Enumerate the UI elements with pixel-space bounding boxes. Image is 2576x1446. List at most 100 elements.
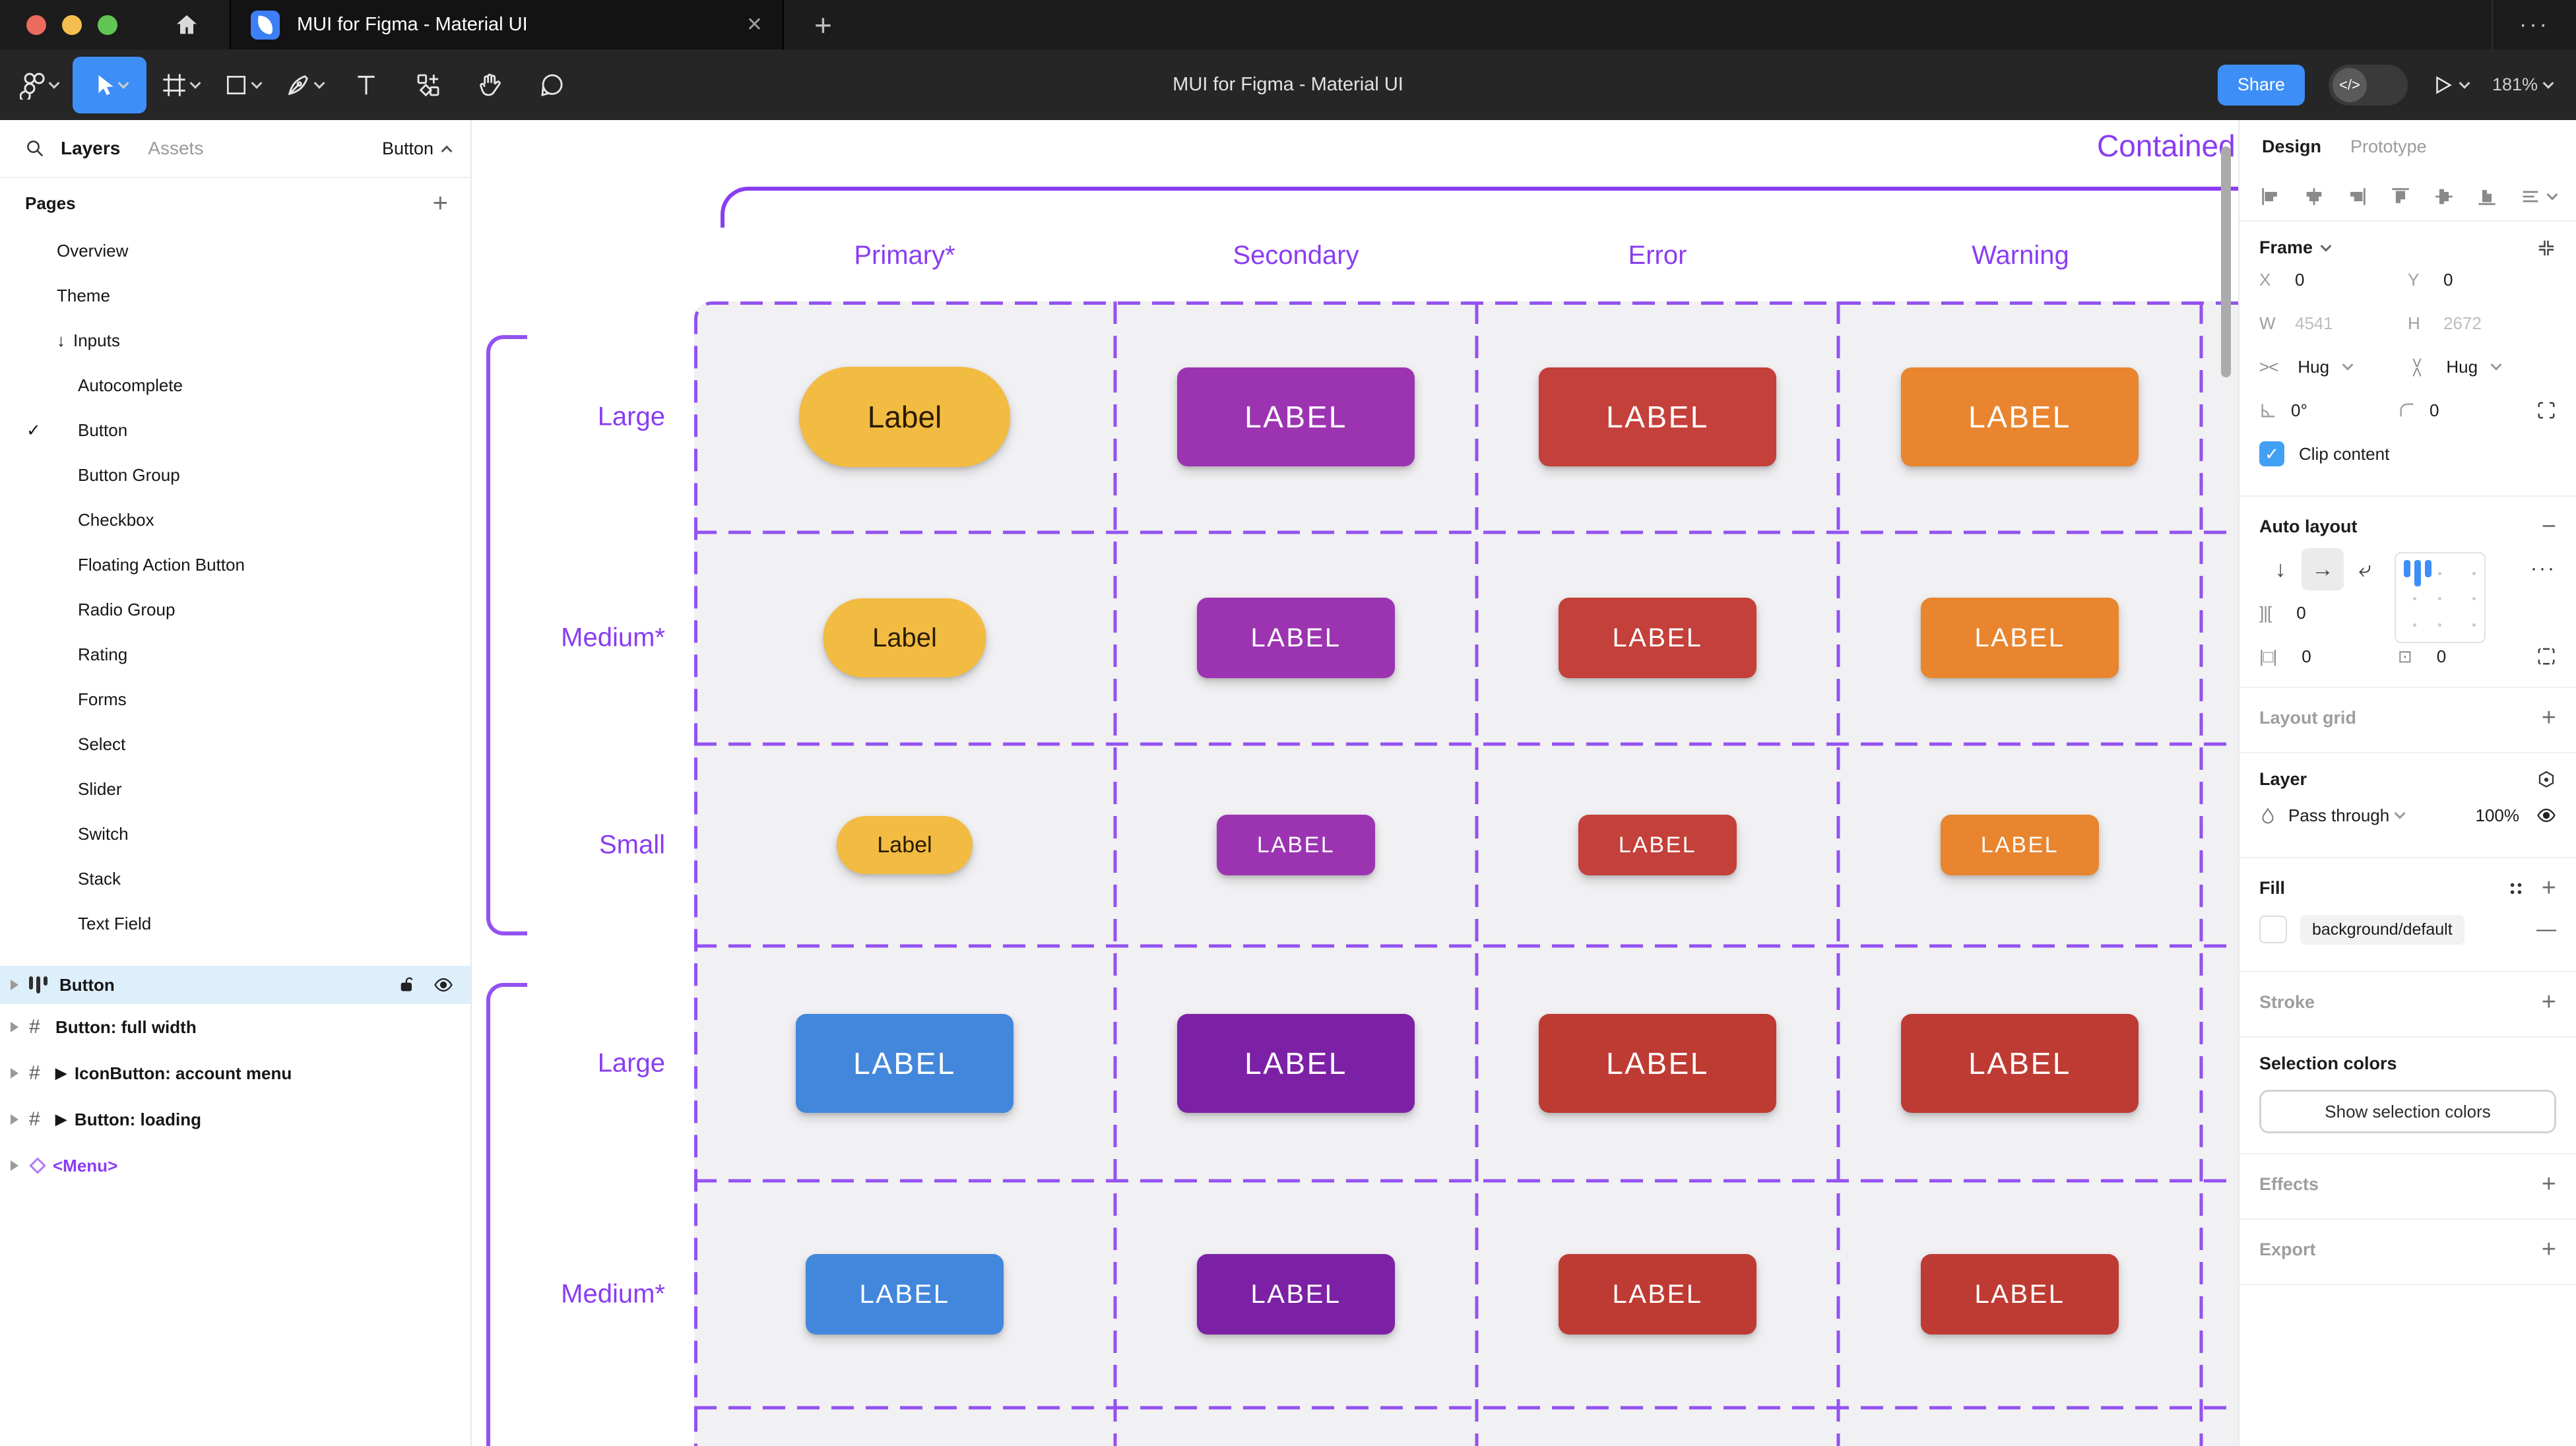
page-item-switch[interactable]: Switch [78,823,129,844]
independent-corners-icon[interactable] [2536,400,2556,420]
corner-radius-input[interactable]: 0 [2430,400,2439,420]
canvas-scrollbar[interactable] [2221,146,2231,377]
eye-icon[interactable] [2536,805,2556,825]
expand-caret-icon[interactable] [11,1160,18,1171]
button-contained-secondary-small[interactable]: LABEL [1217,815,1375,875]
horizontal-resizing-select[interactable]: >< Hug [2259,357,2408,377]
zoom-window-button[interactable] [98,15,117,35]
align-horizontal-center-icon[interactable] [2303,185,2325,208]
x-input[interactable]: 0 [2295,269,2305,290]
button-contained-warning-medium[interactable]: LABEL [1921,598,2119,678]
dev-mode-toggle[interactable]: </> [2328,64,2408,106]
align-vertical-center-icon[interactable] [2433,185,2455,208]
opacity-input[interactable]: 100% [2475,805,2520,825]
move-tool-button[interactable] [73,56,146,113]
align-right-icon[interactable] [2346,185,2368,208]
button-brand-primary-large[interactable]: LABEL [796,1014,1014,1113]
blend-mode-select[interactable]: Pass through [2288,805,2390,825]
button-contained-secondary-large[interactable]: LABEL [1177,367,1415,466]
y-input[interactable]: 0 [2443,269,2453,290]
vertical-padding-input[interactable]: 0 [2436,646,2447,666]
align-left-icon[interactable] [2259,185,2282,208]
layout-wrap-button[interactable]: ⤶ [2358,556,2371,582]
document-tab[interactable]: MUI for Figma - Material UI ✕ [230,0,784,49]
layer-row-menu-component[interactable]: <Menu> [0,1143,470,1189]
button-contained-warning-large[interactable]: LABEL [1901,367,2139,466]
hand-tool-button[interactable] [462,57,519,113]
independent-padding-icon[interactable] [2536,646,2556,666]
height-input[interactable]: 2672 [2443,313,2482,333]
button-contained-error-small[interactable]: LABEL [1578,815,1737,875]
button-brand-error-large[interactable]: LABEL [1539,1014,1776,1113]
remove-fill-button[interactable]: — [2536,918,2556,940]
new-tab-button[interactable]: + [814,7,832,42]
tab-design[interactable]: Design [2262,136,2322,156]
text-tool-button[interactable] [338,57,395,113]
unlock-icon[interactable] [398,975,416,993]
add-fill-button[interactable]: + [2541,874,2556,902]
page-item-text-field[interactable]: Text Field [78,913,152,933]
tab-layers[interactable]: Layers [61,138,121,158]
alignment-widget[interactable] [2395,552,2486,643]
frame-type-dropdown[interactable]: Frame [2259,237,2313,257]
home-button[interactable] [157,0,216,49]
page-item-button-group[interactable]: Button Group [78,464,180,485]
rotation-input[interactable]: 0° [2291,400,2307,420]
gap-input[interactable]: 0 [2296,602,2306,623]
tab-overflow-button[interactable]: ··· [2519,12,2550,37]
button-contained-error-medium[interactable]: LABEL [1559,598,1756,678]
close-tab-icon[interactable]: ✕ [746,14,763,36]
page-selector[interactable]: Button [382,139,453,159]
button-brand-primary-medium[interactable]: LABEL [806,1254,1004,1335]
collapse-icon[interactable] [2536,238,2556,258]
button-contained-primary-medium[interactable]: Label [823,598,986,677]
tab-assets[interactable]: Assets [148,138,204,158]
button-brand-warning-medium[interactable]: LABEL [1921,1254,2119,1335]
page-item-theme[interactable]: Theme [57,285,110,305]
button-contained-secondary-medium[interactable]: LABEL [1197,598,1395,678]
width-input[interactable]: 4541 [2295,313,2333,333]
add-layout-grid-button[interactable]: + [2541,704,2556,732]
button-brand-error-medium[interactable]: LABEL [1559,1254,1756,1335]
canvas[interactable]: Contained Primary* Secondary Error Warni… [472,120,2238,1446]
add-page-button[interactable]: + [432,188,448,218]
present-button[interactable] [2431,74,2470,96]
page-item-overview[interactable]: Overview [57,240,129,261]
page-item-stack[interactable]: Stack [78,868,121,889]
pen-tool-button[interactable] [276,57,333,113]
align-bottom-icon[interactable] [2476,185,2498,208]
layer-row-iconbutton-account-menu[interactable]: # ▶ IconButton: account menu [0,1050,470,1096]
page-item-radio-group[interactable]: Radio Group [78,599,176,619]
eye-icon[interactable] [434,975,453,995]
vertical-resizing-select[interactable]: >< Hug [2408,357,2556,377]
page-item-inputs[interactable]: ↓ Inputs [57,330,120,350]
align-top-icon[interactable] [2389,185,2412,208]
fill-color-swatch[interactable] [2259,916,2287,943]
fill-style-token[interactable]: background/default [2300,914,2464,945]
layout-vertical-button[interactable]: ↓ [2274,556,2286,582]
comment-tool-button[interactable] [524,57,581,113]
blend-mode-icon[interactable] [2536,770,2556,790]
tab-prototype[interactable]: Prototype [2350,136,2427,156]
page-item-autocomplete[interactable]: Autocomplete [78,375,183,395]
shape-tool-button[interactable] [214,57,271,113]
expand-caret-icon[interactable] [11,1114,18,1125]
clip-content-checkbox[interactable]: ✓ [2259,441,2284,466]
search-icon[interactable] [25,139,45,158]
auto-layout-more-button[interactable]: ··· [2530,557,2556,579]
button-contained-error-large[interactable]: LABEL [1539,367,1776,466]
resources-tool-button[interactable] [400,57,457,113]
layer-row-selected[interactable]: Button [0,966,470,1004]
page-item-button[interactable]: ✓ Button [26,420,128,440]
expand-caret-icon[interactable] [11,980,18,990]
clip-content-row[interactable]: ✓ Clip content [2259,432,2556,476]
page-item-select[interactable]: Select [78,734,126,754]
button-contained-primary-small[interactable]: Label [837,816,973,874]
horizontal-padding-input[interactable]: 0 [2302,646,2311,666]
page-item-rating[interactable]: Rating [78,644,128,664]
button-brand-secondary-large[interactable]: LABEL [1177,1014,1415,1113]
page-item-forms[interactable]: Forms [78,689,127,709]
expand-caret-icon[interactable] [11,1022,18,1032]
page-item-fab[interactable]: Floating Action Button [78,554,245,575]
button-contained-primary-large[interactable]: Label [799,367,1010,467]
